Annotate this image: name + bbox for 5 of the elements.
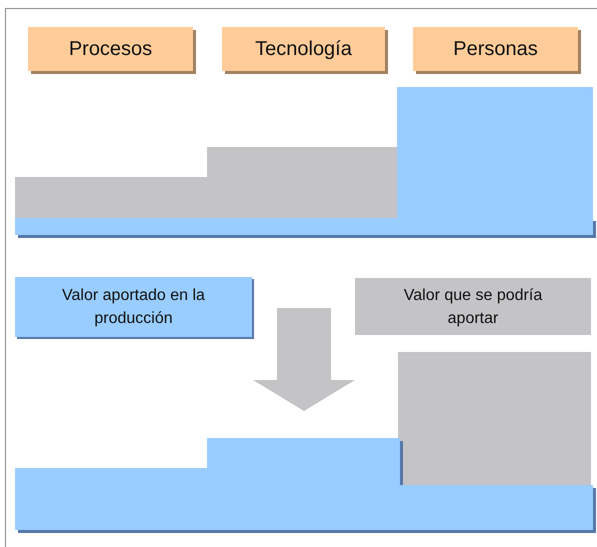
category-box: Tecnología: [222, 27, 385, 71]
category-box: Procesos: [28, 27, 193, 71]
legend-text: Valor aportado en la producción: [61, 286, 206, 329]
category-box: Personas: [413, 27, 578, 71]
legend-text: Valor que se podría aportar: [402, 286, 544, 328]
